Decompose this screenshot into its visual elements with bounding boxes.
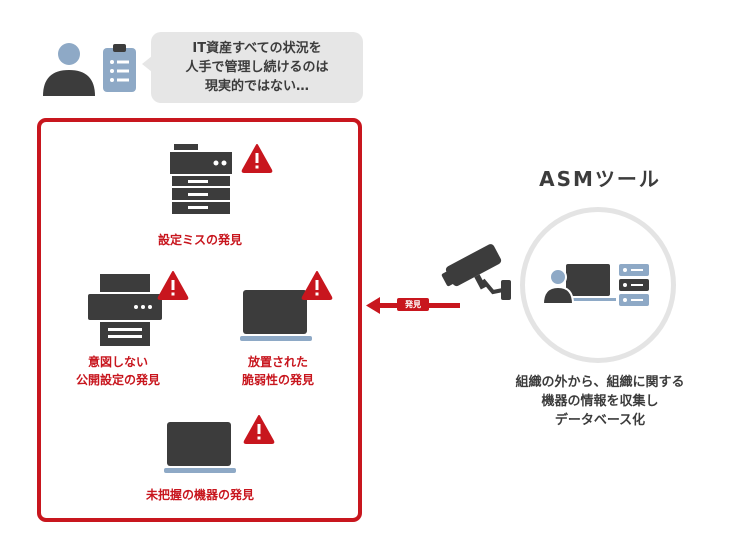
security-camera-icon (441, 244, 511, 300)
warning-icon (241, 144, 273, 173)
finding-public-label: 意図しない 公開設定の発見 (58, 353, 178, 389)
finding-misconfig-label: 設定ミスの発見 (157, 233, 242, 247)
asm-desc-line-2: 機器の情報を収集し (541, 394, 659, 409)
person-icon (541, 268, 575, 305)
copier-icon (170, 144, 232, 214)
finding-public-line-2: 公開設定の発見 (75, 373, 160, 387)
finding-neglected-line-1: 放置された (247, 355, 308, 369)
warning-icon (301, 271, 333, 300)
bubble-line-2: 人手で管理し続けるのは (185, 60, 329, 75)
bubble-line-3: 現実的ではない… (204, 79, 309, 94)
bubble-line-1: IT資産すべての状況を (192, 41, 322, 56)
finding-unmanaged-label: 未把握の機器の発見 (145, 488, 254, 502)
warning-icon (243, 415, 275, 444)
asm-description: 組織の外から、組織に関する 機器の情報を収集し データベース化 (490, 373, 710, 430)
server-icon (619, 264, 649, 306)
arrow-label: 発見 (397, 298, 429, 311)
finding-neglected-line-2: 脆弱性の発見 (241, 373, 314, 387)
asm-tool-title: ASMツール (539, 167, 661, 191)
finding-public-line-1: 意図しない (87, 355, 148, 369)
clipboard-icon (103, 44, 136, 92)
asm-desc-line-1: 組織の外から、組織に関する (515, 375, 685, 390)
monitor-icon (556, 264, 616, 301)
finding-neglected-label: 放置された 脆弱性の発見 (218, 353, 338, 389)
asm-desc-line-3: データベース化 (554, 413, 646, 428)
findings-frame (37, 118, 362, 522)
speech-bubble-tail (142, 56, 152, 72)
laptop-icon (164, 422, 236, 473)
warning-icon (157, 271, 189, 300)
printer-icon (88, 274, 162, 346)
person-icon (43, 43, 95, 96)
speech-bubble: IT資産すべての状況を 人手で管理し続けるのは 現実的ではない… (151, 32, 363, 103)
laptop-icon (240, 290, 312, 341)
